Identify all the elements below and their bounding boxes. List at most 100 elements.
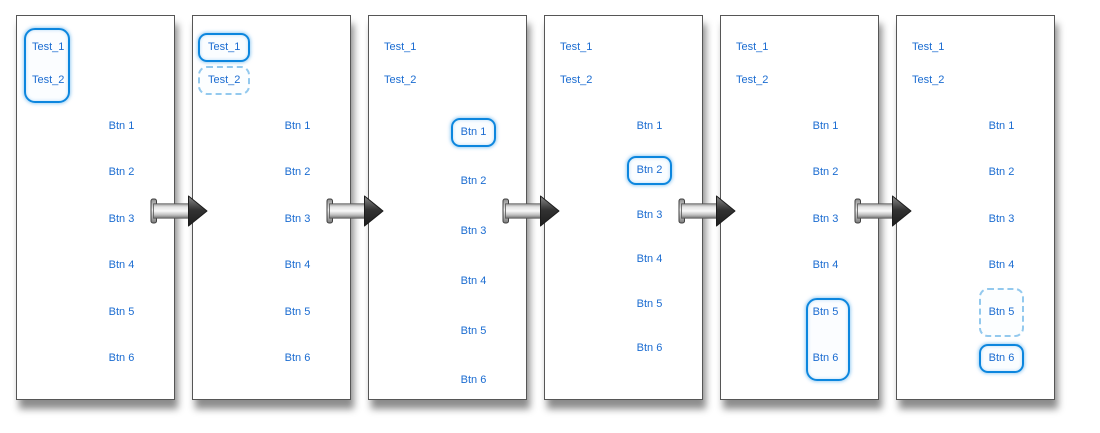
button-row: Btn 5: [285, 302, 311, 322]
button-row: Btn 4: [813, 256, 839, 276]
btn-6-label[interactable]: Btn 6: [812, 352, 839, 364]
test-label-1[interactable]: Test_1: [198, 32, 251, 62]
button-row: Btn 1: [109, 116, 135, 136]
test-row: Test_1: [384, 37, 416, 57]
button-row: Btn 4: [285, 256, 311, 276]
test-row: Test_2: [32, 70, 64, 90]
btn-6-label[interactable]: Btn 6: [978, 344, 1025, 373]
test-row: Test_1: [32, 37, 64, 57]
btn-4-label[interactable]: Btn 4: [460, 274, 487, 287]
btn-3-label[interactable]: Btn 3: [988, 212, 1015, 225]
test-label-2[interactable]: Test_2: [736, 73, 769, 86]
test-label-2[interactable]: Test_2: [198, 65, 251, 95]
button-row: Btn 5: [637, 294, 663, 314]
test-label-2[interactable]: Test_2: [384, 73, 417, 86]
test-label-list: Test_1 Test_2: [560, 37, 592, 90]
btn-5-label[interactable]: Btn 5: [812, 305, 839, 318]
test-label-1[interactable]: Test_1: [560, 40, 593, 53]
test-label-list: Test_1 Test_2: [912, 37, 944, 90]
button-row: Btn 4: [109, 256, 135, 276]
selection-group-box: [806, 298, 850, 381]
btn-1-label[interactable]: Btn 1: [812, 119, 839, 132]
button-row: Btn 3: [813, 209, 839, 229]
flow-right-arrow-icon: [326, 195, 384, 227]
btn-3-label[interactable]: Btn 3: [108, 212, 135, 225]
btn-5-label[interactable]: Btn 5: [108, 305, 135, 318]
test-label-1[interactable]: Test_1: [32, 40, 65, 53]
btn-1-label[interactable]: Btn 1: [450, 117, 497, 147]
btn-6-label[interactable]: Btn 6: [636, 342, 663, 355]
test-label-list: Test_1 Test_2: [198, 32, 251, 95]
button-row: Btn 5: [461, 321, 487, 341]
button-row: Btn 2: [989, 163, 1015, 183]
button-row: Btn 5: [109, 302, 135, 322]
test-row: Test_1: [736, 37, 768, 57]
test-label-2[interactable]: Test_2: [32, 73, 65, 86]
btn-4-label[interactable]: Btn 4: [812, 259, 839, 271]
btn-2-label[interactable]: Btn 2: [284, 166, 311, 178]
btn-5-label[interactable]: Btn 5: [284, 305, 311, 318]
button-row: Btn 1: [285, 116, 311, 136]
button-row: Btn 6: [637, 339, 663, 359]
test-label-list: Test_1 Test_2: [384, 37, 416, 90]
test-row: Test_1: [198, 32, 251, 62]
button-label-list: Btn 1 Btn 2 Btn 3 Btn 4 Btn 5 Btn 6: [69, 116, 174, 369]
button-label-list: Btn 1 Btn 2 Btn 3 Btn 4 Btn 5 Btn 6: [773, 116, 878, 369]
btn-2-label[interactable]: Btn 2: [812, 166, 839, 178]
test-label-2[interactable]: Test_2: [912, 73, 945, 86]
screen-panel-1: Test_1 Test_2 Btn 1 Btn 2 Btn 3 Btn 4 Bt…: [16, 15, 175, 400]
btn-5-label[interactable]: Btn 5: [636, 297, 663, 310]
screen-panel-4: Test_1 Test_2 Btn 1 Btn 2 Btn 3 Btn 4 Bt…: [544, 15, 703, 400]
test-row: Test_1: [560, 37, 592, 57]
btn-1-label[interactable]: Btn 1: [636, 119, 663, 132]
selection-group-box: [24, 28, 70, 103]
button-row: Btn 6: [285, 349, 311, 369]
btn-2-label[interactable]: Btn 2: [626, 156, 673, 186]
flow-right-arrow-icon: [678, 195, 736, 227]
button-row: Btn 2: [626, 156, 673, 186]
btn-4-label[interactable]: Btn 4: [284, 259, 311, 271]
screen-panel-5: Test_1 Test_2 Btn 1 Btn 2 Btn 3 Btn 4 Bt…: [720, 15, 879, 400]
test-label-1[interactable]: Test_1: [384, 40, 417, 53]
btn-1-label[interactable]: Btn 1: [108, 119, 135, 132]
test-label-1[interactable]: Test_1: [912, 40, 945, 53]
button-row: Btn 3: [285, 209, 311, 229]
button-row: Btn 6: [109, 349, 135, 369]
btn-3-label[interactable]: Btn 3: [284, 212, 311, 225]
test-label-list: Test_1 Test_2: [32, 37, 64, 90]
button-row: Btn 1: [813, 116, 839, 136]
flow-right-arrow-icon: [502, 195, 560, 227]
btn-2-label[interactable]: Btn 2: [988, 166, 1015, 178]
button-row: Btn 1: [637, 116, 663, 136]
test-label-1[interactable]: Test_1: [736, 40, 769, 53]
btn-3-label[interactable]: Btn 3: [812, 212, 839, 225]
button-row: Btn 3: [461, 222, 487, 242]
test-label-2[interactable]: Test_2: [560, 73, 593, 86]
btn-5-label[interactable]: Btn 5: [460, 324, 487, 337]
btn-3-label[interactable]: Btn 3: [460, 225, 487, 238]
test-label-list: Test_1 Test_2: [736, 37, 768, 90]
button-row: Btn 6: [813, 349, 839, 369]
btn-1-label[interactable]: Btn 1: [988, 119, 1015, 132]
btn-6-label[interactable]: Btn 6: [108, 352, 135, 364]
btn-1-label[interactable]: Btn 1: [284, 119, 311, 132]
button-row: Btn 4: [989, 256, 1015, 276]
button-row: Btn 3: [109, 209, 135, 229]
button-row: Btn 2: [813, 163, 839, 183]
btn-3-label[interactable]: Btn 3: [636, 208, 663, 221]
btn-4-label[interactable]: Btn 4: [988, 259, 1015, 271]
btn-2-label[interactable]: Btn 2: [108, 166, 135, 178]
btn-4-label[interactable]: Btn 4: [108, 259, 135, 271]
test-row: Test_2: [384, 70, 416, 90]
btn-6-label[interactable]: Btn 6: [284, 352, 311, 364]
test-row: Test_2: [912, 70, 944, 90]
btn-6-label[interactable]: Btn 6: [460, 374, 487, 387]
btn-4-label[interactable]: Btn 4: [636, 253, 663, 266]
button-row: Btn 4: [461, 271, 487, 291]
button-label-list: Btn 1 Btn 2 Btn 3 Btn 4 Btn 5 Btn 6: [597, 116, 702, 359]
button-row: Btn 5: [813, 302, 839, 322]
btn-5-label[interactable]: Btn 5: [978, 287, 1025, 337]
btn-2-label[interactable]: Btn 2: [460, 175, 487, 188]
button-label-list: Btn 1 Btn 2 Btn 3 Btn 4 Btn 5 Btn 6: [421, 117, 526, 391]
